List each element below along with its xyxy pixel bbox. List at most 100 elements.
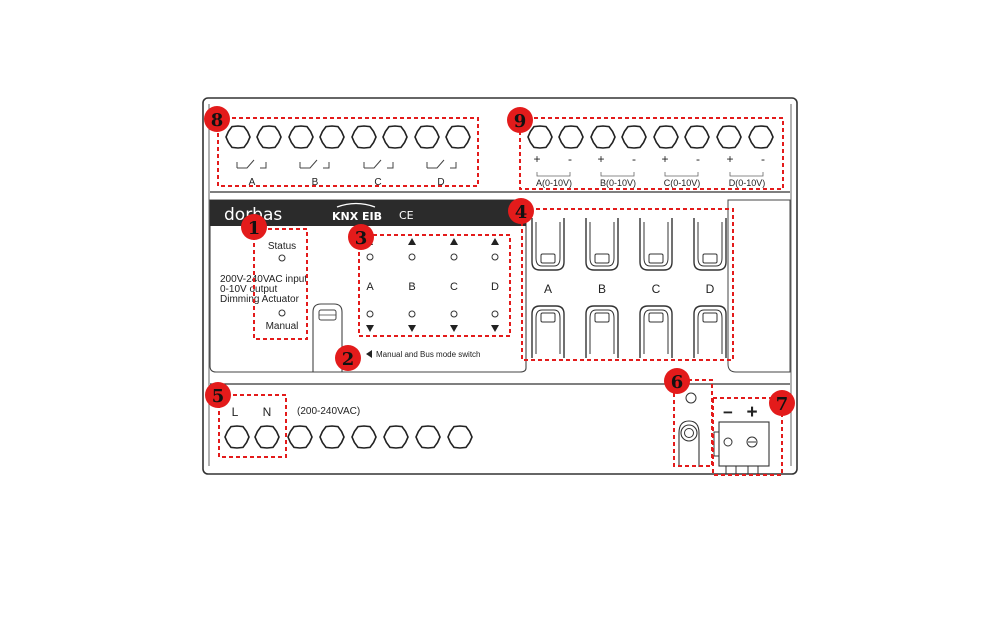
power-terminal-1[interactable]: [224, 425, 250, 449]
power-terminal-8[interactable]: [447, 425, 473, 449]
relay-terminal-4[interactable]: [319, 125, 345, 149]
output-terminal-8[interactable]: [748, 125, 774, 149]
power-terminal-7[interactable]: [415, 425, 441, 449]
ce-mark: CE: [399, 209, 414, 222]
clip-upper-inner-a: [535, 222, 561, 267]
top-right-terminals: [527, 125, 774, 149]
led-up-d: [491, 253, 499, 261]
callout-badge-3: [348, 224, 374, 250]
clip-upper-d: [693, 218, 727, 271]
clip-lower-c: [639, 305, 673, 358]
mode-switch-slot: [312, 303, 343, 372]
callout-number-3: 3: [355, 228, 368, 249]
clip-upper-latch-d[interactable]: [702, 253, 718, 264]
out-a-minus: -: [568, 152, 572, 166]
up-arrow-b[interactable]: [408, 238, 416, 245]
led-down-a: [366, 310, 374, 318]
led-up-b: [408, 253, 416, 261]
output-terminal-6[interactable]: [684, 125, 710, 149]
bus-connector-pins: [725, 466, 759, 474]
power-terminal-4[interactable]: [319, 425, 345, 449]
clip-lower-latch-a[interactable]: [540, 312, 556, 323]
down-arrow-d[interactable]: [491, 325, 499, 332]
callout-number-1: 1: [248, 218, 261, 239]
up-arrow-d[interactable]: [491, 238, 499, 245]
callout-badge-8: [204, 106, 230, 132]
clip-upper-inner-b: [589, 222, 615, 267]
programming-led: [685, 392, 697, 404]
relay-terminal-3[interactable]: [288, 125, 314, 149]
output-terminal-5[interactable]: [653, 125, 679, 149]
clip-upper-latch-c[interactable]: [648, 253, 664, 264]
description-line-2: 0-10V output: [220, 284, 277, 295]
clip-upper-inner-c: [643, 222, 669, 267]
power-terminal-5[interactable]: [351, 425, 377, 449]
contact-symbol-a: [236, 159, 267, 169]
up-arrow-c[interactable]: [450, 238, 458, 245]
relay-terminal-2[interactable]: [256, 125, 282, 149]
power-terminal-2[interactable]: [254, 425, 280, 449]
caption-arrow: [366, 350, 372, 358]
relay-terminal-7[interactable]: [414, 125, 440, 149]
output-terminal-4[interactable]: [621, 125, 647, 149]
relay-terminal-5[interactable]: [351, 125, 377, 149]
power-terminal-3[interactable]: [287, 425, 313, 449]
output-terminal-7[interactable]: [716, 125, 742, 149]
programming-button[interactable]: [680, 424, 698, 442]
description-line-1: 200V-240VAC input: [220, 274, 307, 285]
clip-label-c: C: [652, 282, 661, 296]
out-c-minus: -: [696, 152, 700, 166]
out-b-minus: -: [632, 152, 636, 166]
callout-boxes: [217, 117, 784, 476]
callout-box-4: [521, 208, 734, 361]
manual-label: Manual: [266, 321, 299, 332]
manual-switch-caption: Manual and Bus mode switch: [376, 350, 481, 359]
callout-badge-6: [664, 368, 690, 394]
manual-channel-d: D: [491, 281, 499, 293]
callout-number-5: 5: [212, 386, 225, 407]
top-left-terminals: [225, 125, 471, 149]
output-terminal-2[interactable]: [558, 125, 584, 149]
down-arrow-b[interactable]: [408, 325, 416, 332]
relay-terminal-8[interactable]: [445, 125, 471, 149]
clip-label-d: D: [706, 282, 715, 296]
manual-channel-b: B: [408, 281, 415, 293]
output-brackets: [536, 172, 764, 177]
clip-lower-inner-a: [535, 309, 561, 354]
callout-number-6: 6: [671, 372, 684, 393]
output-terminal-1[interactable]: [527, 125, 553, 149]
callout-badge-4: [508, 198, 534, 224]
output-terminal-3[interactable]: [590, 125, 616, 149]
down-arrow-c[interactable]: [450, 325, 458, 332]
manual-channel-a: A: [366, 281, 374, 293]
led-up-c: [450, 253, 458, 261]
relay-label-a: A: [249, 177, 256, 188]
programming-button-inner: [684, 428, 694, 438]
relay-label-b: B: [312, 177, 319, 188]
callout-number-9: 9: [514, 111, 527, 132]
programming-button-housing: [678, 420, 700, 467]
out-d-minus: -: [761, 152, 765, 166]
clip-lower-inner-d: [697, 309, 723, 354]
bottom-terminals: [224, 425, 473, 449]
relay-terminal-1[interactable]: [225, 125, 251, 149]
relay-terminal-6[interactable]: [382, 125, 408, 149]
clip-lower-latch-c[interactable]: [648, 312, 664, 323]
callout-badge-1: [241, 214, 267, 240]
clip-lower-latch-b[interactable]: [594, 312, 610, 323]
clip-upper-latch-a[interactable]: [540, 253, 556, 264]
callout-box-7: [712, 397, 783, 476]
contact-symbol-c: [363, 159, 394, 169]
led-down-b: [408, 310, 416, 318]
clip-lower-latch-d[interactable]: [702, 312, 718, 323]
down-arrow-a[interactable]: [366, 325, 374, 332]
clip-upper-latch-b[interactable]: [594, 253, 610, 264]
bus-plus: +: [746, 402, 757, 423]
side-cover: [727, 199, 791, 373]
bus-connector[interactable]: [718, 421, 770, 467]
terminal-n-label: N: [263, 405, 272, 419]
power-terminal-6[interactable]: [383, 425, 409, 449]
callout-number-4: 4: [515, 202, 528, 223]
bus-minus: −: [723, 403, 733, 422]
